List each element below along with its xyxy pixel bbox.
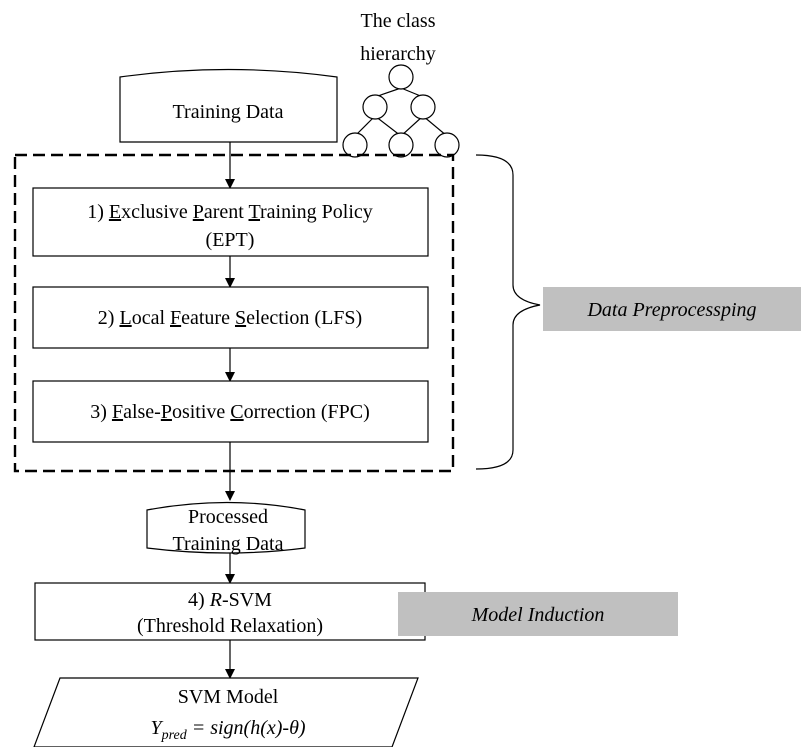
hierarchy-title-line2: hierarchy: [360, 43, 436, 65]
step2-segment-5: S: [235, 307, 246, 329]
step1-segment-4: arent: [204, 201, 249, 223]
step4-rsvm-box: 4) R-SVM (Threshold Relaxation): [34, 582, 426, 641]
step2-segment-6: election (LFS): [246, 307, 362, 329]
step2-segment-3: F: [170, 307, 181, 329]
processed-data-node: Processed Training Data: [146, 501, 306, 555]
processed-data-line2: Training Data: [173, 533, 284, 555]
formula-y: Y: [150, 717, 163, 739]
svm-model-node: SVM Model Ypred = sign(h(x)-θ): [33, 677, 419, 747]
formula-rhs: = sign(h(x)-θ): [187, 717, 306, 739]
formula-subscript: pred: [161, 728, 188, 743]
hierarchy-node-left: [362, 94, 388, 120]
hierarchy-leaf-1: [342, 132, 368, 158]
step1-segment-1: E: [109, 201, 121, 223]
step4-prefix: 4): [188, 589, 210, 611]
step2-segment-1: L: [119, 307, 131, 329]
preprocessing-region: [13, 153, 455, 473]
hierarchy-tree-icon: [342, 64, 460, 158]
step3-segment-0: 3): [90, 401, 112, 423]
step1-segment-2: xclusive: [121, 201, 193, 223]
step1-segment-6: raining Policy: [260, 201, 373, 223]
step3-segment-6: orrection (FPC): [244, 401, 370, 423]
step3-fpc-box: 3) False-Positive Correction (FPC): [32, 380, 429, 443]
step4-r: R: [209, 589, 222, 611]
step3-segment-1: F: [112, 401, 123, 423]
class-hierarchy: The class hierarchy: [342, 10, 460, 158]
step3-label: 3) False-Positive Correction (FPC): [90, 401, 369, 423]
step2-segment-0: 2): [98, 307, 120, 329]
step2-segment-4: eature: [181, 307, 235, 329]
step3-segment-4: ositive: [172, 401, 230, 423]
preprocessing-brace: [475, 154, 541, 470]
step3-segment-5: C: [230, 401, 243, 423]
hierarchy-node-root: [388, 64, 414, 90]
step1-label-line1: 1) Exclusive Parent Training Policy: [87, 201, 373, 223]
step2-lfs-box: 2) Local Feature Selection (LFS): [32, 286, 429, 349]
step1-segment-0: 1): [87, 201, 109, 223]
processed-data-line1: Processed: [188, 506, 268, 528]
svm-model-title: SVM Model: [178, 686, 279, 708]
step4-suffix: -SVM: [222, 589, 272, 611]
training-data-label: Training Data: [173, 101, 284, 123]
data-preprocessing-tag: Data Preprocessping: [543, 287, 801, 331]
step1-segment-5: T: [249, 201, 261, 223]
hierarchy-title-line1: The class: [361, 10, 436, 32]
step4-label-line1: 4) R-SVM: [188, 589, 272, 611]
step1-segment-3: P: [193, 201, 204, 223]
hierarchy-leaf-2: [388, 132, 414, 158]
step3-segment-3: P: [161, 401, 172, 423]
model-induction-label: Model Induction: [471, 604, 605, 626]
step4-label-line2: (Threshold Relaxation): [137, 615, 323, 637]
model-induction-tag: Model Induction: [398, 592, 678, 636]
step2-label: 2) Local Feature Selection (LFS): [98, 307, 362, 329]
step1-ept-box: 1) Exclusive Parent Training Policy (EPT…: [32, 187, 429, 257]
svm-model-formula: Ypred = sign(h(x)-θ): [150, 717, 305, 743]
step2-segment-2: ocal: [132, 307, 170, 329]
data-preprocessing-label: Data Preprocessping: [586, 299, 756, 321]
hierarchy-leaf-3: [434, 132, 460, 158]
step3-segment-2: alse-: [123, 401, 161, 423]
hierarchy-node-right: [410, 94, 436, 120]
training-data-node: Training Data: [119, 68, 338, 143]
step1-label-line2: (EPT): [206, 229, 255, 251]
